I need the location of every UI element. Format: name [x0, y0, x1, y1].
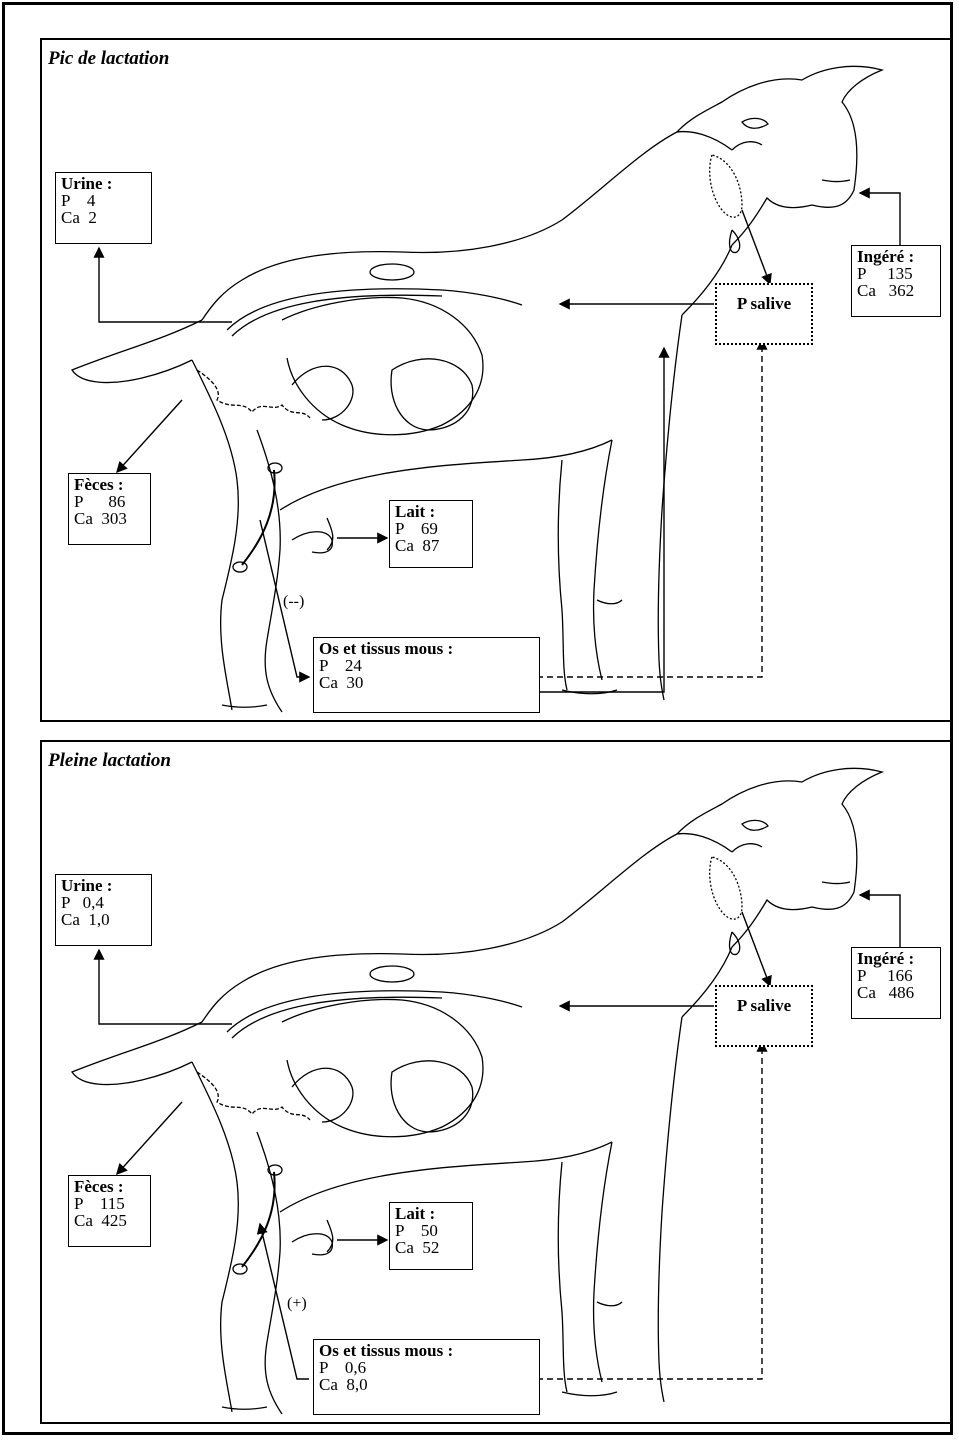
p-salive-label: P salive — [737, 295, 791, 312]
os-ca: Ca 8,0 — [319, 1376, 534, 1393]
ingere-p: P 135 — [857, 265, 935, 282]
ingere-title: Ingéré : — [857, 248, 935, 265]
goat-outline — [72, 66, 882, 712]
p-salive-box: P salive — [715, 283, 813, 345]
feces-title: Fèces : — [74, 1178, 145, 1195]
urine-box: Urine : P 0,4 Ca 1,0 — [55, 874, 152, 946]
feces-title: Fèces : — [74, 476, 145, 493]
goat-outline — [72, 768, 882, 1414]
os-box: Os et tissus mous : P 24 Ca 30 — [313, 637, 540, 713]
bone-flux-sign: (+) — [287, 1295, 307, 1313]
feces-box: Fèces : P 115 Ca 425 — [68, 1175, 151, 1247]
panel-pic-de-lactation: Pic de lactation — [40, 38, 952, 722]
urine-box: Urine : P 4 Ca 2 — [55, 172, 152, 244]
flow-arrows — [99, 895, 900, 1379]
os-p: P 0,6 — [319, 1359, 534, 1376]
lait-ca: Ca 87 — [395, 537, 467, 554]
ingere-p: P 166 — [857, 967, 935, 984]
goat-diagram — [42, 40, 952, 722]
feces-p: P 115 — [74, 1195, 145, 1212]
urine-p: P 4 — [61, 192, 146, 209]
panel-pleine-lactation: Pleine lactation — [40, 740, 952, 1424]
os-title: Os et tissus mous : — [319, 1342, 534, 1359]
p-salive-label: P salive — [737, 997, 791, 1014]
os-p: P 24 — [319, 657, 534, 674]
os-ca: Ca 30 — [319, 674, 534, 691]
lait-box: Lait : P 69 Ca 87 — [389, 500, 473, 568]
feces-ca: Ca 425 — [74, 1212, 145, 1229]
p-salive-box: P salive — [715, 985, 813, 1047]
feces-p: P 86 — [74, 493, 145, 510]
lait-p: P 69 — [395, 520, 467, 537]
bone-flux-sign: (--) — [283, 593, 304, 611]
lait-p: P 50 — [395, 1222, 467, 1239]
feces-box: Fèces : P 86 Ca 303 — [68, 473, 151, 545]
urine-title: Urine : — [61, 877, 146, 894]
urine-title: Urine : — [61, 175, 146, 192]
ingere-box: Ingéré : P 135 Ca 362 — [851, 245, 941, 317]
ingere-title: Ingéré : — [857, 950, 935, 967]
ingere-ca: Ca 486 — [857, 984, 935, 1001]
urine-ca: Ca 2 — [61, 209, 146, 226]
lait-ca: Ca 52 — [395, 1239, 467, 1256]
os-title: Os et tissus mous : — [319, 640, 534, 657]
os-box: Os et tissus mous : P 0,6 Ca 8,0 — [313, 1339, 540, 1415]
urine-ca: Ca 1,0 — [61, 911, 146, 928]
ingere-box: Ingéré : P 166 Ca 486 — [851, 947, 941, 1019]
goat-diagram — [42, 742, 952, 1424]
lait-box: Lait : P 50 Ca 52 — [389, 1202, 473, 1270]
flow-arrows — [99, 193, 900, 692]
feces-ca: Ca 303 — [74, 510, 145, 527]
ingere-ca: Ca 362 — [857, 282, 935, 299]
lait-title: Lait : — [395, 1205, 467, 1222]
urine-p: P 0,4 — [61, 894, 146, 911]
lait-title: Lait : — [395, 503, 467, 520]
